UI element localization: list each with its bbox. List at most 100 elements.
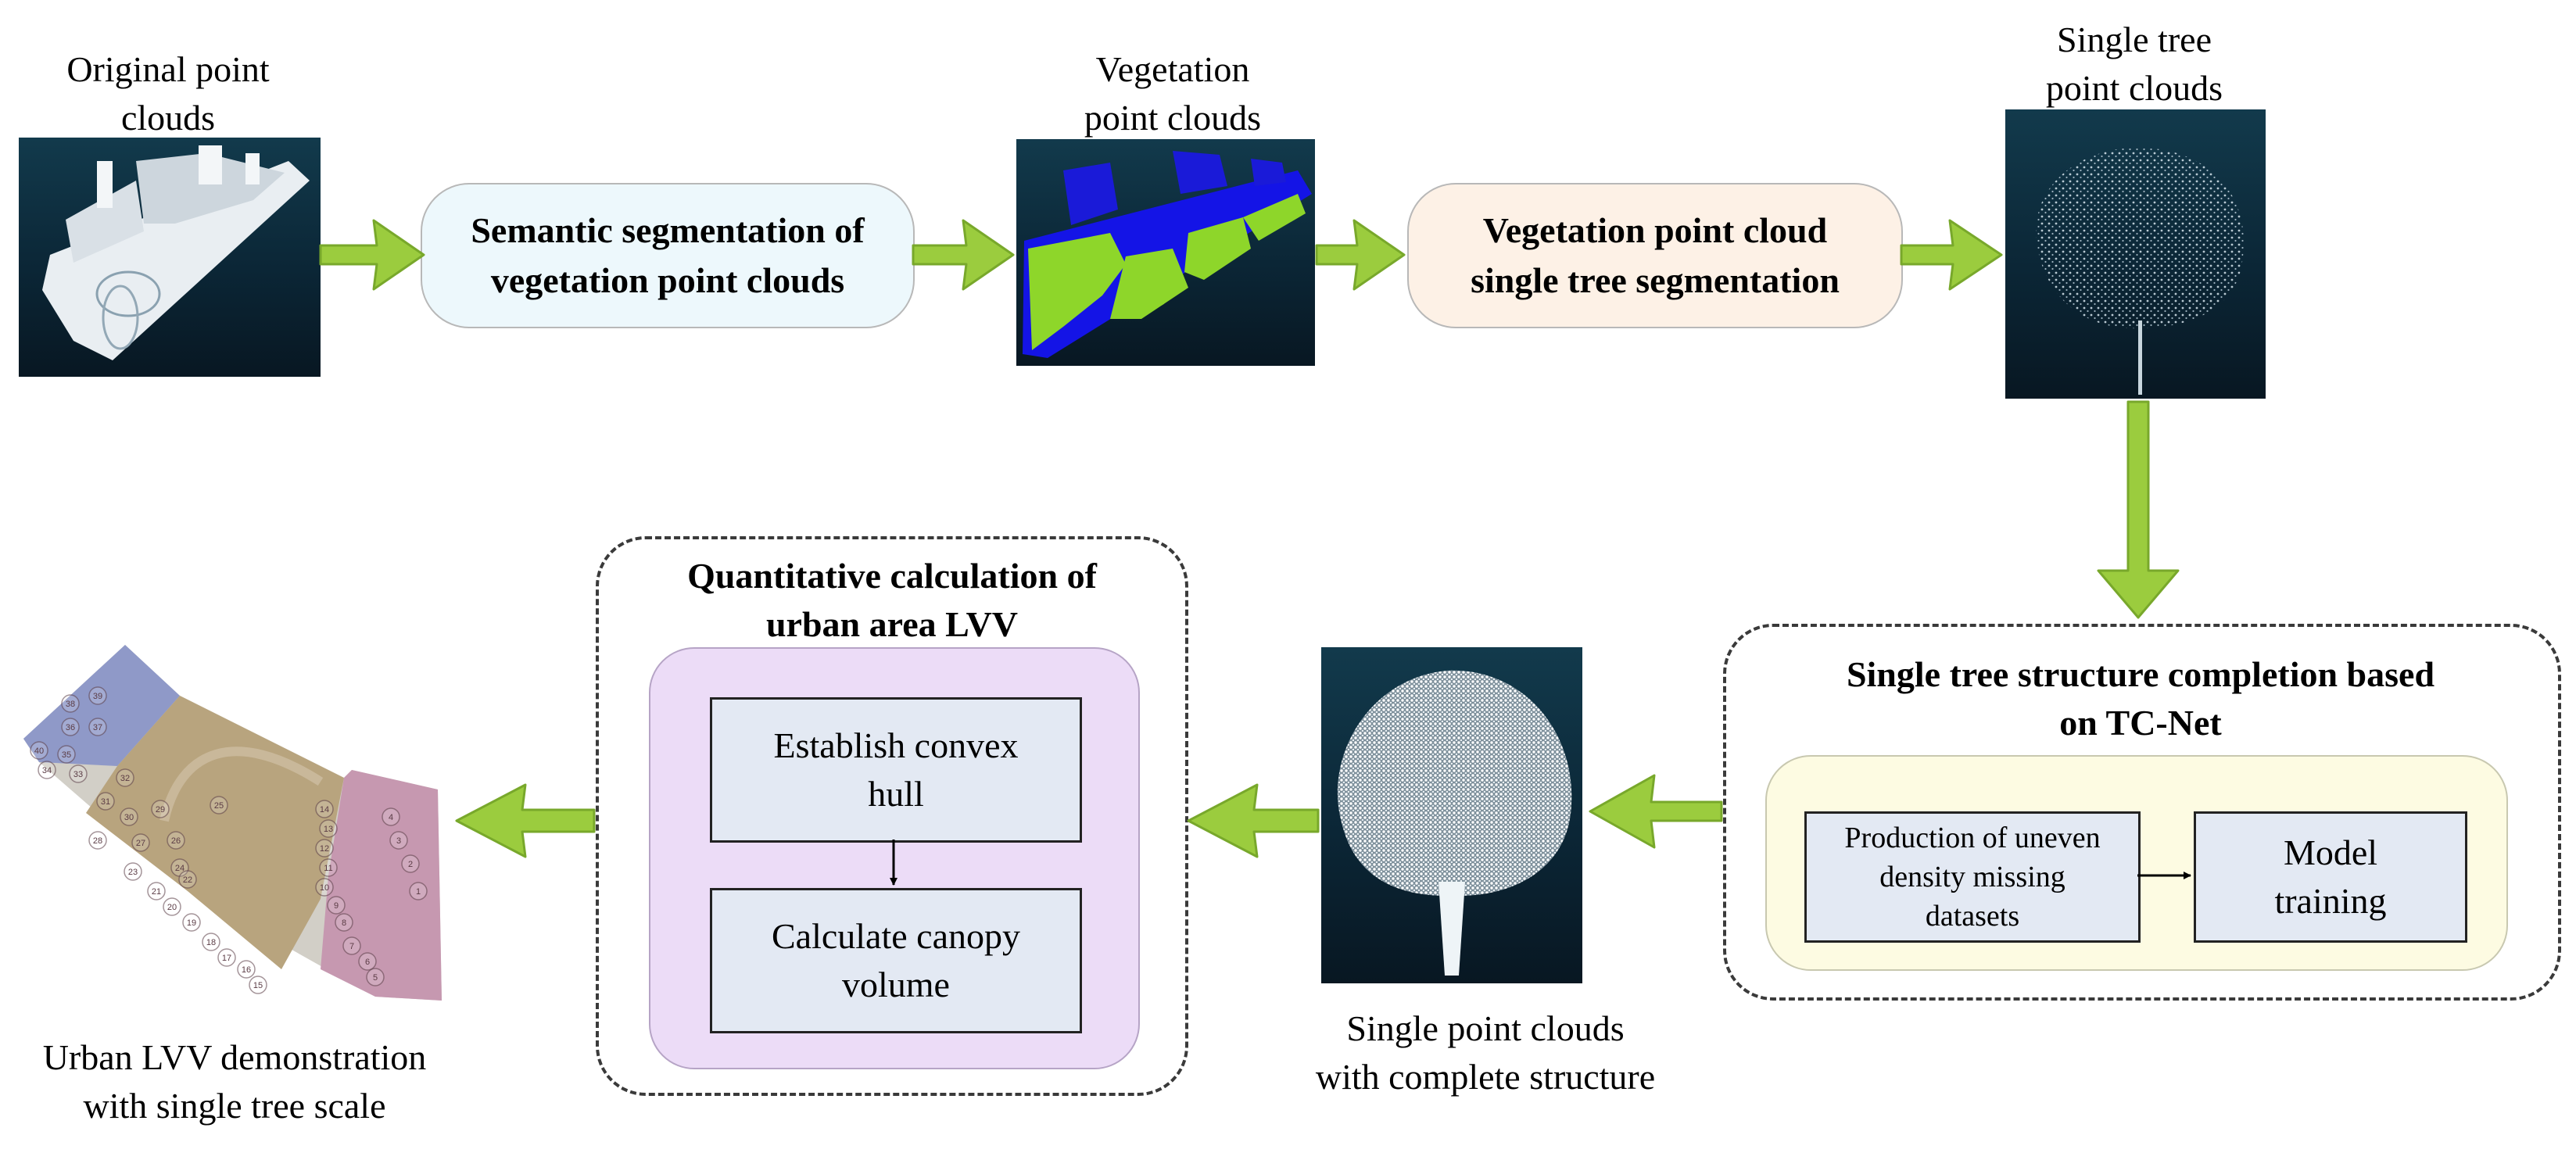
map-tree-marker <box>217 948 236 967</box>
map-tree-marker <box>120 807 138 826</box>
map-tree-marker <box>315 839 334 857</box>
map-tree-label: 7 <box>349 942 354 951</box>
caption-line: with single tree scale <box>83 1086 386 1126</box>
vegetation-point-cloud-image <box>1016 139 1315 366</box>
title-line: Quantitative calculation of <box>687 556 1097 596</box>
title-line: Single tree structure completion based <box>1846 654 2435 694</box>
original-point-cloud-image <box>19 138 321 377</box>
caption-line: Original point <box>66 49 270 89</box>
box-text-line: density missing <box>1879 861 2065 893</box>
map-tree-marker <box>366 968 385 986</box>
map-tree-label: 39 <box>93 692 102 701</box>
map-tree-marker <box>409 882 428 900</box>
arrow-right-icon <box>1900 219 2003 291</box>
map-tree-label: 15 <box>253 981 263 990</box>
map-tree-marker <box>210 796 228 815</box>
original-point-clouds-caption: Original point clouds <box>8 45 328 142</box>
map-tree-label: 29 <box>156 805 165 815</box>
map-tree-marker <box>382 807 400 826</box>
single-tree-point-clouds-caption: Single tree point clouds <box>1986 16 2283 113</box>
map-tree-marker <box>319 819 338 838</box>
map-tree-label: 25 <box>214 801 224 811</box>
single-tree-point-cloud-image <box>2005 109 2266 399</box>
map-tree-label: 14 <box>320 805 329 815</box>
map-tree-label: 16 <box>242 965 251 975</box>
map-tree-marker <box>389 831 408 850</box>
map-tree-marker <box>57 745 76 764</box>
arrow-right-icon <box>1315 219 1406 291</box>
caption-line: Single tree <box>2057 20 2212 59</box>
map-tree-marker <box>401 854 420 873</box>
map-tree-label: 10 <box>320 883 329 893</box>
map-tree-label: 28 <box>93 836 102 846</box>
model-training-box: Model training <box>2194 811 2467 943</box>
map-tree-label: 22 <box>183 875 192 885</box>
box-text-line: datasets <box>1925 900 2020 933</box>
map-tree-marker <box>167 831 185 850</box>
arrow-right-icon <box>319 219 425 291</box>
step-text-line: single tree segmentation <box>1471 260 1840 300</box>
caption-line: with complete structure <box>1315 1057 1656 1097</box>
map-tree-marker <box>88 718 107 736</box>
arrow-left-icon <box>1187 783 1320 858</box>
box-text-line: Model <box>2283 832 2378 872</box>
map-tree-label: 27 <box>136 839 145 848</box>
caption-line: Vegetation <box>1095 49 1250 89</box>
map-tree-label: 9 <box>334 901 339 911</box>
map-tree-label: 31 <box>101 797 110 807</box>
tc-net-title: Single tree structure completion based o… <box>1723 650 2558 747</box>
caption-line: point clouds <box>1084 98 1262 138</box>
lvv-calculation-panel <box>596 536 1188 1096</box>
vegetation-point-clouds-caption: Vegetation point clouds <box>1009 45 1337 142</box>
map-tree-marker <box>96 792 115 811</box>
map-tree-label: 24 <box>175 864 185 873</box>
map-tree-marker <box>327 896 346 915</box>
map-tree-marker <box>88 831 107 850</box>
map-tree-label: 6 <box>365 958 370 967</box>
map-tree-marker <box>249 976 267 994</box>
lvv-title: Quantitative calculation of urban area L… <box>596 552 1188 649</box>
caption-line: clouds <box>120 98 216 138</box>
box-text-line: Calculate canopy <box>771 916 1021 956</box>
map-tree-label: 40 <box>34 746 44 756</box>
box-text-line: Establish convex <box>773 725 1019 765</box>
map-tree-marker <box>319 858 338 877</box>
box-text-line: training <box>2274 881 2387 921</box>
map-tree-marker <box>237 960 256 979</box>
map-tree-label: 18 <box>206 938 216 947</box>
box-text-line: volume <box>842 965 950 1004</box>
map-tree-marker <box>61 718 80 736</box>
map-tree-marker <box>38 761 56 779</box>
map-tree-label: 21 <box>152 887 161 897</box>
map-tree-label: 23 <box>128 868 138 877</box>
dataset-production-box: Production of uneven density missing dat… <box>1804 811 2141 943</box>
map-tree-marker <box>61 694 80 713</box>
caption-line: point clouds <box>2045 68 2223 108</box>
arrow-right-icon <box>912 219 1015 291</box>
map-tree-marker <box>315 878 334 897</box>
title-line: urban area LVV <box>765 604 1019 644</box>
map-tree-marker <box>131 833 150 852</box>
step-text-line: vegetation point clouds <box>490 260 845 300</box>
arrow-left-icon <box>455 783 596 858</box>
map-tree-label: 17 <box>222 954 231 963</box>
map-tree-label: 34 <box>42 766 52 775</box>
map-tree-marker <box>178 870 197 889</box>
map-tree-label: 33 <box>73 770 83 779</box>
map-tree-label: 38 <box>66 700 75 709</box>
map-tree-label: 5 <box>373 973 378 983</box>
map-tree-label: 4 <box>389 813 393 822</box>
lvv-demonstration-caption: Urban LVV demonstration with single tree… <box>0 1033 469 1130</box>
map-tree-label: 37 <box>93 723 102 732</box>
map-tree-marker <box>163 897 181 916</box>
caption-line: Urban LVV demonstration <box>42 1037 427 1077</box>
map-tree-label: 32 <box>120 774 130 783</box>
map-tree-marker <box>358 952 377 971</box>
map-tree-label: 1 <box>416 887 421 897</box>
map-tree-marker <box>88 686 107 705</box>
map-tree-label: 11 <box>324 864 332 873</box>
map-tree-marker <box>342 936 361 955</box>
